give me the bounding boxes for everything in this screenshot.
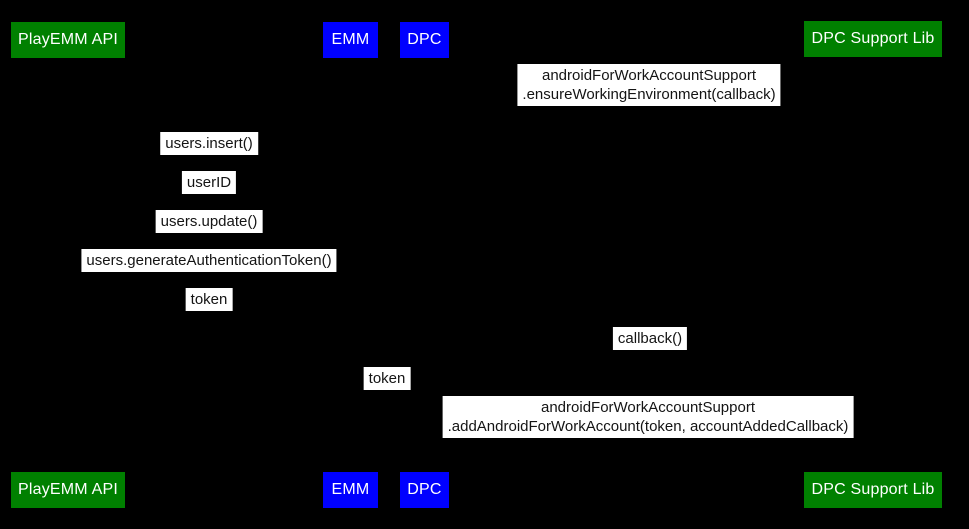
actor-emm-bottom: EMM [323, 472, 378, 508]
message-user-id: userID [181, 171, 237, 194]
actor-dpc-top: DPC [400, 22, 449, 58]
message-line: users.generateAuthenticationToken() [86, 252, 332, 269]
message-callback: callback() [612, 327, 688, 350]
actor-playemm-api-top: PlayEMM API [11, 22, 125, 58]
message-line: callback() [617, 330, 683, 347]
message-line: token [190, 291, 228, 308]
message-line: .addAndroidForWorkAccount(token, account… [447, 418, 849, 435]
actor-playemm-api-bottom: PlayEMM API [11, 472, 125, 508]
message-line: users.update() [160, 213, 258, 230]
message-add-android-for-work-account: androidForWorkAccountSupport .addAndroid… [442, 396, 854, 438]
message-line: userID [186, 174, 232, 191]
message-line: androidForWorkAccountSupport [541, 399, 755, 416]
actor-emm-top: EMM [323, 22, 378, 58]
actor-dpc-support-lib-top: DPC Support Lib [804, 21, 942, 57]
message-line: token [368, 370, 406, 387]
message-line: users.insert() [165, 135, 253, 152]
message-users-update: users.update() [155, 210, 263, 233]
actor-dpc-support-lib-bottom: DPC Support Lib [804, 472, 942, 508]
message-users-generate-authentication-token: users.generateAuthenticationToken() [81, 249, 337, 272]
message-token-forward: token [363, 367, 411, 390]
actor-dpc-bottom: DPC [400, 472, 449, 508]
message-line: androidForWorkAccountSupport [541, 67, 756, 84]
message-users-insert: users.insert() [160, 132, 258, 155]
message-ensure-working-environment: androidForWorkAccountSupport .ensureWork… [517, 64, 781, 106]
message-token-return: token [185, 288, 233, 311]
message-line: .ensureWorkingEnvironment(callback) [522, 86, 776, 103]
